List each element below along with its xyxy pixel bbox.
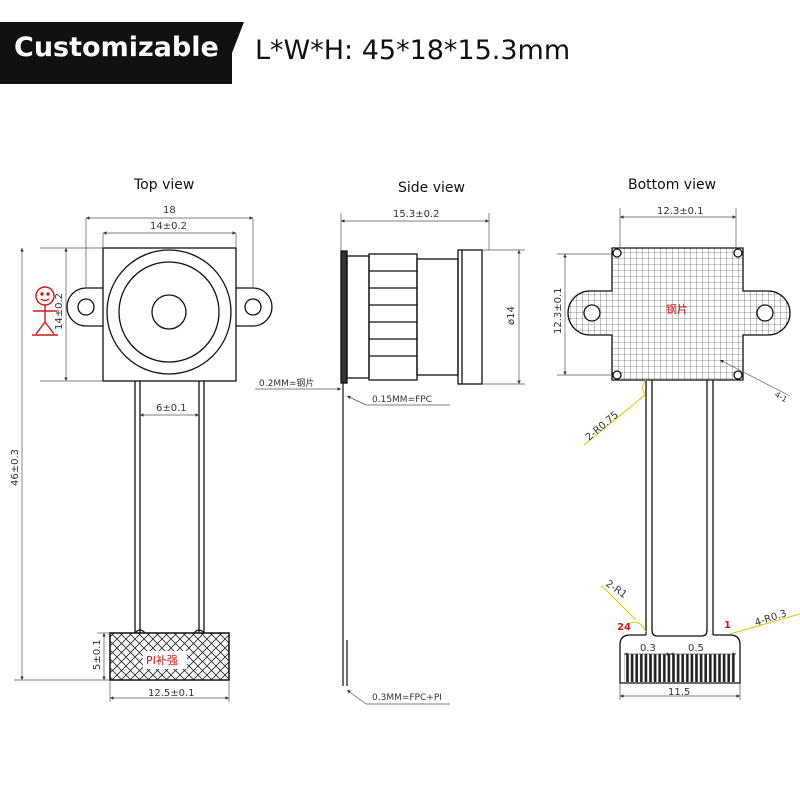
- customizable-badge: Customizable: [0, 22, 232, 84]
- label-fpc-pi-thickness: 0.3MM=FPC+PI: [372, 693, 442, 703]
- dimensions-title: L*W*H: 45*18*15.3mm: [255, 35, 571, 66]
- bottom-view-title: Bottom view: [628, 177, 717, 193]
- dim-top-stiffener-height: 5±0.1: [92, 639, 103, 670]
- label-r075: 2-R0.75: [584, 410, 621, 444]
- dim-bottom-connector-width: 11.5: [668, 687, 690, 698]
- bottom-view-callouts: [583, 379, 800, 635]
- side-view-dimensions: [255, 213, 525, 705]
- top-view-dimensions: [14, 216, 254, 702]
- dim-top-stiffener-width: 12.5±0.1: [148, 688, 195, 699]
- dim-bottom-board-height: 12.3±0.1: [553, 287, 564, 334]
- board-steel-label: 钢片: [666, 303, 688, 316]
- badge-text: Customizable: [14, 32, 219, 63]
- stick-figure-mark: [32, 286, 58, 336]
- label-steel-thickness: 0.2MM=钢片: [259, 377, 314, 389]
- dim-top-fpc-width: 6±0.1: [156, 403, 187, 414]
- label-corner: 4-1: [773, 390, 789, 404]
- lens-holder-body: [102, 247, 237, 382]
- dim-top-lens-height: 14±0.2: [54, 293, 65, 330]
- bottom-view-dimensions: [557, 208, 791, 700]
- dim-bottom-gap: 0.5: [688, 643, 704, 654]
- left-mount-ear: [66, 287, 103, 327]
- bottom-right-hole: [756, 304, 774, 322]
- top-view: [66, 247, 273, 681]
- pin-1-label: 1: [724, 620, 731, 631]
- badge-slant: [220, 22, 244, 84]
- side-lens-front: [457, 249, 483, 385]
- stiffener-label: PI补强: [146, 654, 178, 667]
- top-view-title: Top view: [134, 177, 195, 193]
- left-mount-hole: [77, 298, 95, 316]
- dim-bottom-pitch: 0.3: [640, 643, 656, 654]
- pi-stiffener: [109, 632, 230, 681]
- dim-side-height: 15.3±0.2: [393, 209, 440, 220]
- bottom-left-hole: [583, 304, 601, 322]
- right-mount-hole: [244, 298, 262, 316]
- side-view: [340, 249, 483, 686]
- label-fpc-thickness: 0.15MM=FPC: [372, 395, 432, 405]
- side-lens-thread: [368, 253, 418, 381]
- side-view-title: Side view: [398, 180, 465, 196]
- lens-outer-ring: [106, 249, 232, 375]
- dim-bottom-board-width: 12.3±0.1: [657, 206, 704, 217]
- dim-top-width: 18: [163, 205, 176, 216]
- bottom-connector-pins: [624, 654, 736, 682]
- dim-top-total-length: 46±0.3: [10, 449, 21, 486]
- label-r1: 2-R1: [603, 578, 628, 600]
- pin-24-label: 24: [617, 622, 631, 633]
- bottom-view: [567, 247, 791, 684]
- top-view-labels: 18 14±0.2 14±0.2 6±0.1 46±0.3 5±0.1 12.5…: [10, 205, 195, 699]
- lens-middle-ring: [118, 261, 220, 363]
- side-holder-base: [346, 255, 370, 379]
- side-lens-neck: [416, 258, 459, 376]
- side-steel-plate: [340, 250, 348, 384]
- right-mount-ear: [236, 287, 273, 327]
- dim-top-lens-width: 14±0.2: [150, 221, 187, 232]
- side-view-labels: 15.3±0.2 ø14 0.2MM=钢片 0.15MM=FPC 0.3MM=F…: [259, 209, 517, 703]
- bottom-board-outline: [567, 247, 791, 381]
- lens-aperture: [151, 294, 187, 330]
- dim-side-lens-diameter: ø14: [506, 306, 517, 325]
- label-r03: 4-R0.3: [754, 608, 789, 629]
